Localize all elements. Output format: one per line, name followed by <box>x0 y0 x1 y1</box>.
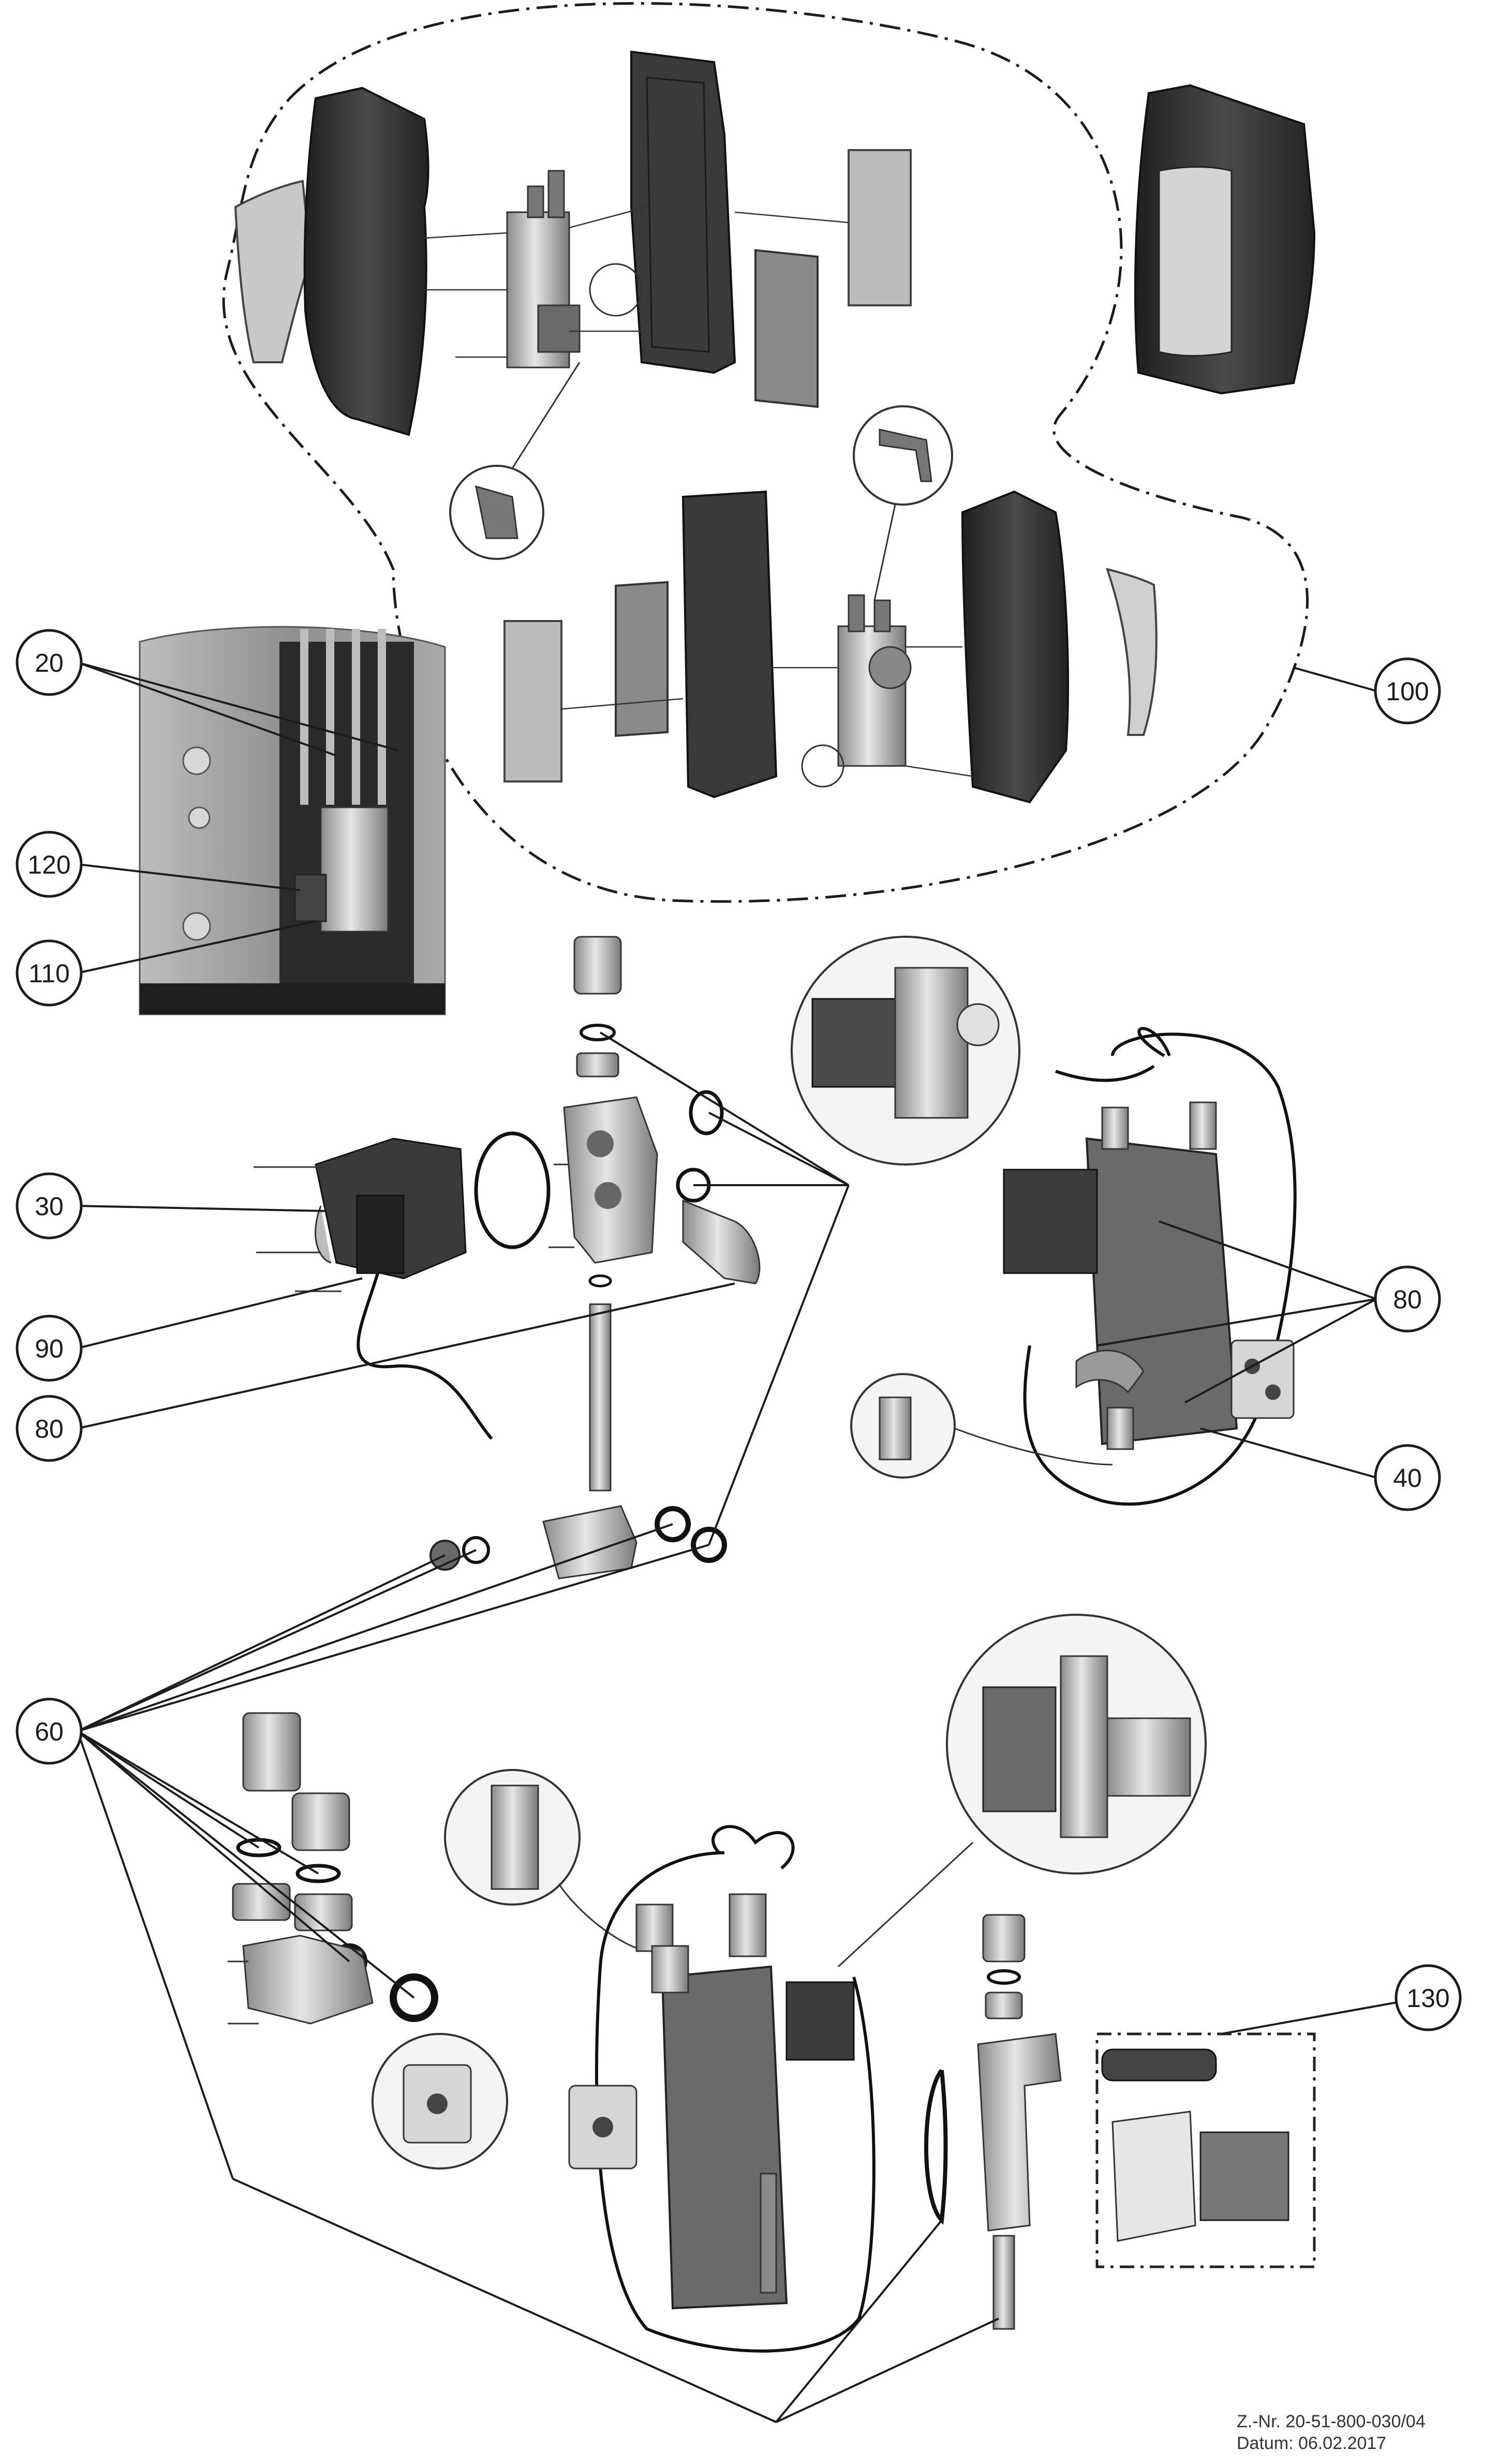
callout-120-label: 120 <box>27 850 70 879</box>
o-ring <box>474 1131 551 1249</box>
callout-30-label: 30 <box>35 1192 64 1221</box>
callout-100: 100 <box>1374 657 1441 725</box>
assembly-lines-bottom <box>561 646 973 777</box>
top-fitting <box>573 936 622 995</box>
group-boundary-dashdot <box>222 2 1309 903</box>
gasket-plate <box>754 249 819 408</box>
callout-130-label: 130 <box>1406 1984 1449 2013</box>
dark-front-cover <box>303 86 429 436</box>
light-cover-panel-2 <box>1105 568 1158 736</box>
sensor-kit-box <box>1095 2032 1316 2268</box>
callout-80-left: 80 <box>16 1395 83 1462</box>
pump-detail-inset <box>791 936 1020 1165</box>
riser-pipe <box>589 1303 612 1492</box>
callout-20-label: 20 <box>35 648 64 677</box>
assembled-module-right <box>791 936 1297 1506</box>
callout-90: 90 <box>16 1315 83 1382</box>
callout-110: 110 <box>16 939 83 1007</box>
gasket-plate-2 <box>615 581 669 737</box>
sensor-valve-body <box>977 2033 1062 2232</box>
assembled-module-bottom <box>372 1614 1207 2353</box>
callout-90-label: 90 <box>35 1334 64 1363</box>
assembly-lines-top <box>424 206 849 358</box>
detail-bracket-inset-right <box>853 405 953 601</box>
callout-20: 20 <box>16 629 83 696</box>
callout-40-label: 40 <box>1393 1464 1422 1493</box>
drawing-date: Datum: 06.02.2017 <box>1237 2433 1386 2453</box>
cover-window <box>1158 166 1233 357</box>
callout-110-label: 110 <box>28 959 70 988</box>
heat-exchanger-plate <box>1085 1137 1238 1445</box>
pump-exploded-view <box>254 936 761 1580</box>
power-cable-bottom <box>595 1825 876 2353</box>
pump-motor-detail-inset <box>837 1614 1207 1968</box>
thermostat-valve-knob <box>682 1199 761 1285</box>
lower-valve-parts <box>429 1505 727 1580</box>
callout-80-right: 80 <box>1374 1265 1441 1333</box>
fittings-bottom <box>635 1893 855 2294</box>
tank-photo <box>139 626 446 1015</box>
pump-housing-body <box>563 1096 658 1264</box>
valve-sensor-group <box>924 1914 1316 2330</box>
callout-120: 120 <box>16 831 83 898</box>
callout-60: 60 <box>16 1698 83 1765</box>
detail-bracket-inset-top <box>449 362 581 560</box>
foam-block <box>848 149 912 306</box>
foam-block-2 <box>503 620 562 783</box>
callout-40: 40 <box>1374 1444 1441 1511</box>
callout-100-label: 100 <box>1386 677 1429 706</box>
pump-cable <box>357 1273 493 1440</box>
inner-valve-unit-top <box>506 170 643 368</box>
screws-left <box>254 1163 574 1292</box>
insulation-back-shell-2 <box>681 490 778 799</box>
spring-clip <box>924 2069 948 2225</box>
fitting-detail-inset <box>444 1769 647 1952</box>
insulation-back-shell <box>630 50 736 374</box>
pump-motor <box>315 1138 493 1440</box>
callout-80-left-label: 80 <box>35 1414 64 1443</box>
callout-30: 30 <box>16 1172 83 1240</box>
heat-exchanger-plate-bottom <box>661 1965 788 2310</box>
leader-lines <box>77 661 1423 2423</box>
valve-parts-exploded <box>228 1712 438 2025</box>
bracket-detail-inset <box>850 1373 1113 1479</box>
callout-60-label: 60 <box>35 1717 64 1746</box>
switch-box-detail-inset <box>372 2033 508 2170</box>
cover-assembly-group <box>222 2 1316 903</box>
callout-80-right-label: 80 <box>1393 1285 1422 1314</box>
drawing-number: Z.-Nr. 20-51-800-030/04 <box>1237 2412 1426 2431</box>
dark-front-cover-2 <box>961 490 1069 804</box>
flex-hose <box>1075 1350 1145 1394</box>
light-cover-panel <box>234 180 312 363</box>
callout-130: 130 <box>1395 1964 1462 2031</box>
switch-box <box>1230 1339 1295 1419</box>
valve-stubs <box>1101 1101 1217 1450</box>
inner-valve-unit-bottom <box>801 594 912 788</box>
